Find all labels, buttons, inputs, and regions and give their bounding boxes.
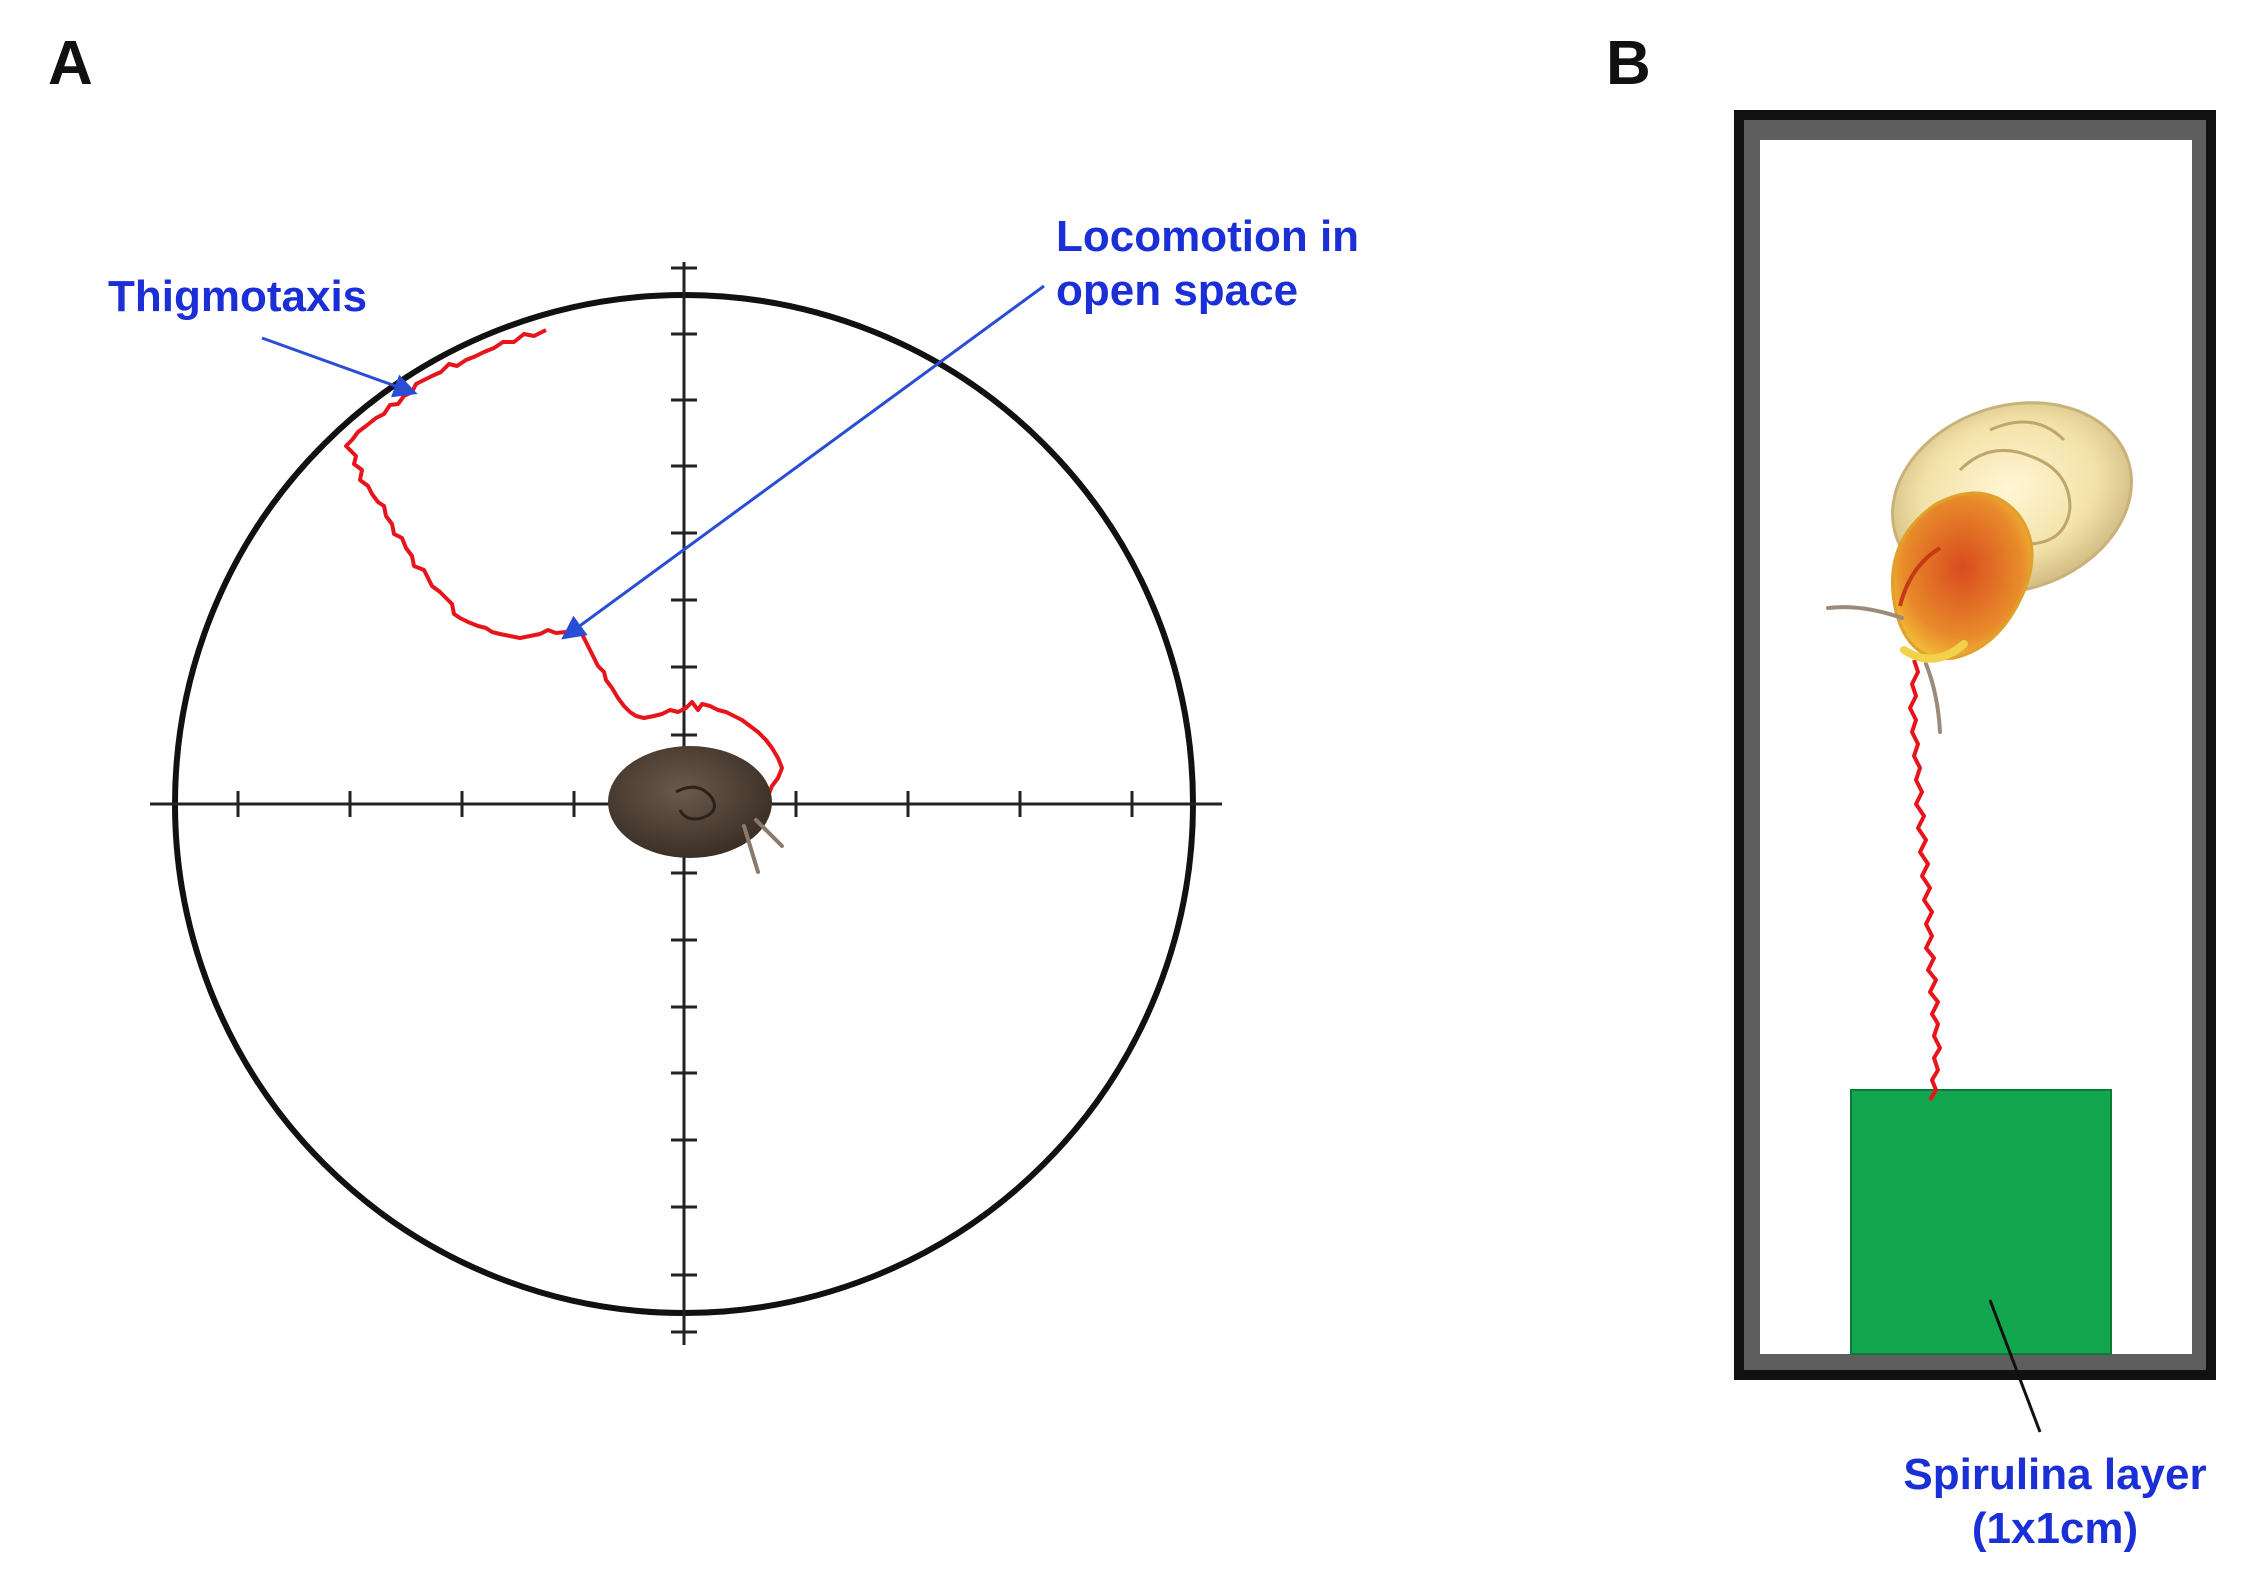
locomotion-label-line2: open space <box>1056 266 1299 315</box>
spirulina-label-line1: Spirulina layer <box>1903 1450 2207 1499</box>
snail-side-view-icon <box>1826 401 2133 734</box>
spirulina-pointer <box>1988 1299 2042 1433</box>
panel-label-b: B <box>1606 29 1651 98</box>
snail-top-view-icon <box>608 746 784 874</box>
x-axis-ticks <box>236 791 1134 817</box>
spirulina-label: Spirulina layer (1x1cm) <box>1880 1448 2230 1556</box>
panel-label-a: A <box>48 29 93 98</box>
snail-track-a <box>344 328 784 815</box>
locomotion-label: Locomotion in open space <box>1056 210 1359 318</box>
locomotion-label-line1: Locomotion in <box>1056 212 1360 261</box>
y-axis-ticks <box>671 266 697 1334</box>
spirulina-layer-rect <box>1850 1089 2112 1355</box>
panel-a <box>150 262 1222 1345</box>
locomotion-pointer <box>561 284 1045 640</box>
thigmotaxis-label: Thigmotaxis <box>108 272 368 321</box>
snail-track-b <box>1908 659 1942 1102</box>
spirulina-label-line2: (1x1cm) <box>1971 1504 2139 1553</box>
panel-b <box>1734 110 2216 1433</box>
thigmotaxis-pointer <box>261 336 418 398</box>
